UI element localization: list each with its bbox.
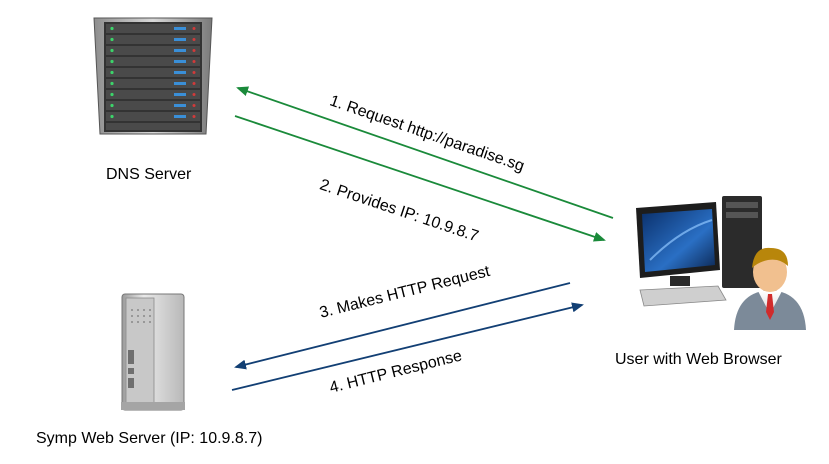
flow-arrow-3 (234, 282, 571, 370)
dns-server-icon (93, 17, 213, 135)
web-server-icon (121, 293, 185, 411)
flow-arrow-2 (234, 115, 606, 242)
flow-arrow-1 (236, 86, 614, 219)
dns-server-label: DNS Server (106, 166, 192, 183)
user-label: User with Web Browser (615, 351, 782, 368)
flow-arrow-4 (231, 302, 584, 391)
web-server-label: Symp Web Server (IP: 10.9.8.7) (36, 430, 263, 447)
user-computer-icon (636, 196, 806, 330)
